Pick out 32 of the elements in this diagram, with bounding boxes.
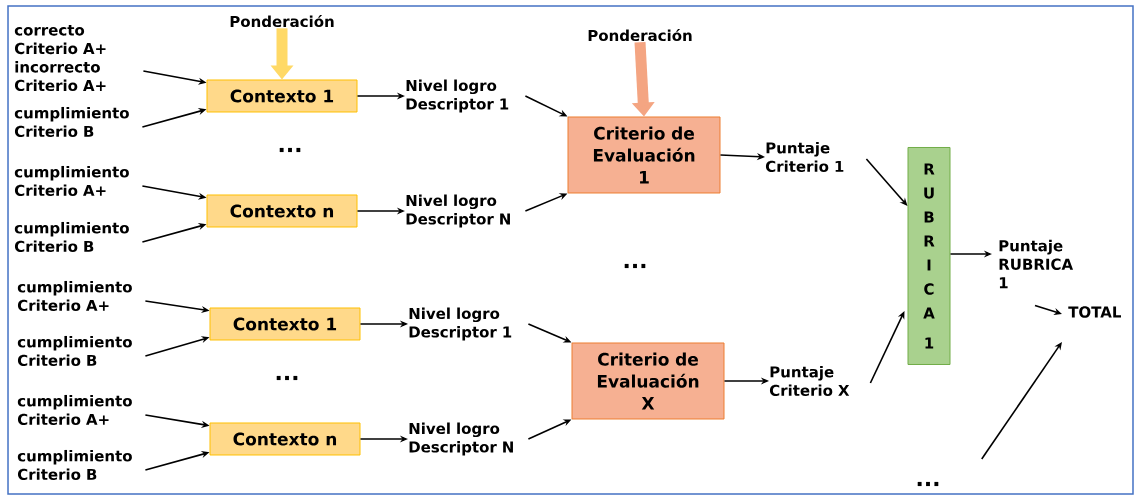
caption-text: cumplimiento Criterio A+ [17, 280, 132, 312]
caption-text: cumplimiento Criterio B [17, 335, 132, 367]
caption-text: Nivel logro Descriptor 1 [409, 307, 512, 341]
caption-text: cumplimiento Criterio B [14, 106, 129, 138]
arrow [1034, 304, 1062, 315]
caption-text: cumplimiento Criterio B [17, 449, 132, 481]
ellipsis: ... [276, 375, 298, 381]
caption-text: Nivel logro Descriptor 1 [406, 79, 509, 113]
caption-text: TOTAL [1068, 306, 1121, 318]
ellipsis: ... [279, 147, 301, 153]
caption-text: Nivel logro Descriptor N [409, 422, 513, 456]
rubric-bar: R U B R I C A 1 [907, 147, 951, 365]
ellipsis: ... [624, 263, 646, 269]
ellipsis: ... [917, 481, 939, 487]
caption-text: cumplimiento Criterio A+ [14, 165, 129, 197]
caption-text: cumplimiento Criterio B [14, 221, 129, 253]
caption-text: correcto Criterio A+ incorrecto Criterio A+ [14, 24, 106, 92]
arrow [869, 311, 905, 384]
context-box: Contexto 1 [206, 79, 358, 113]
context-box: Contexto 1 [209, 307, 361, 341]
context-box: Contexto n [206, 194, 358, 228]
weight-label: Ponderación [588, 28, 692, 42]
caption-text: Puntaje Criterio 1 [765, 141, 844, 173]
caption-text: Puntaje Criterio X [769, 365, 850, 397]
criterion-box: Criterio de Evaluación 1 [567, 116, 721, 194]
caption-text: Puntaje RUBRICA 1 [999, 239, 1074, 289]
caption-text: Nivel logro Descriptor N [406, 194, 510, 228]
arrow [865, 158, 908, 206]
criterion-box: Criterio de Evaluación X [571, 342, 725, 420]
context-box: Contexto n [209, 422, 361, 456]
caption-text: cumplimiento Criterio A+ [17, 394, 132, 426]
weight-label: Ponderación [230, 14, 334, 28]
